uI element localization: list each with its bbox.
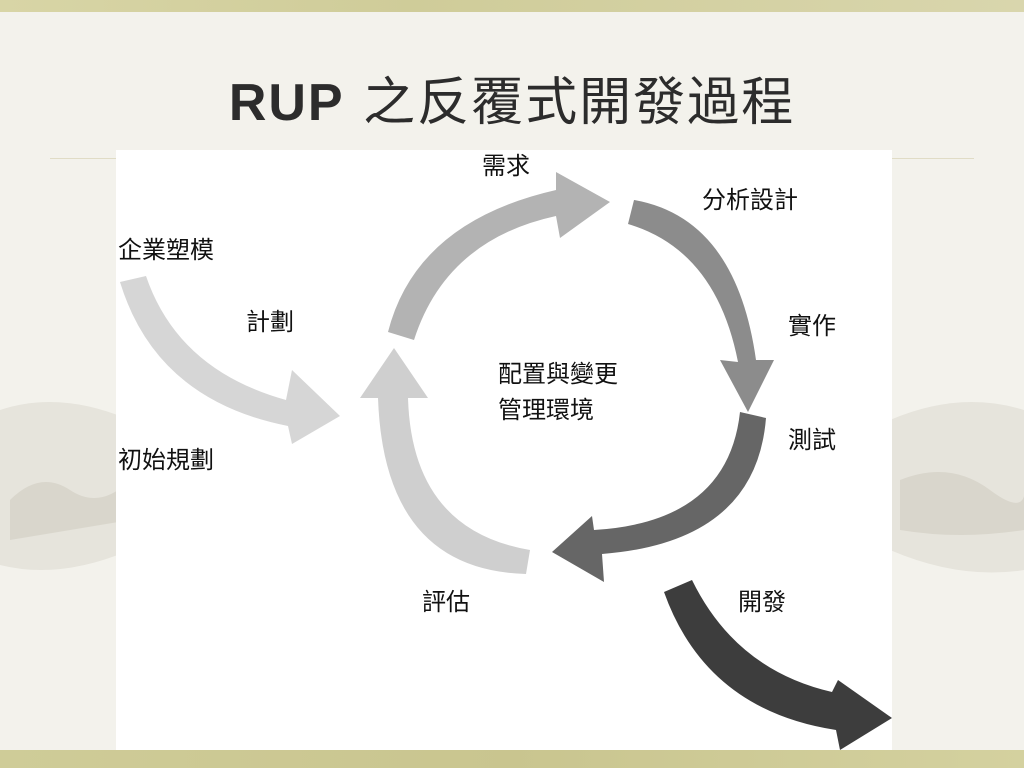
- label-business-modeling: 企業塑模: [118, 236, 214, 264]
- top-decorative-band: [0, 0, 1024, 12]
- bottom-decorative-band: [0, 750, 1024, 768]
- requirements-arrow: [388, 172, 610, 340]
- label-requirements: 需求: [482, 152, 530, 180]
- title-latin: RUP: [228, 74, 345, 132]
- label-evaluation: 評估: [422, 588, 470, 616]
- iteration-cycle-diagram: [120, 172, 892, 750]
- label-analysis-design: 分析設計: [702, 186, 798, 214]
- label-planning: 計劃: [246, 308, 294, 336]
- diagram-panel: 需求 分析設計 企業塑模 計劃 實作 配置與變更 管理環境 測試 初始規劃 評估…: [116, 150, 892, 750]
- evaluation-arrow: [360, 348, 530, 574]
- label-deployment: 開發: [738, 588, 786, 616]
- label-testing: 測試: [788, 426, 836, 454]
- center-label-line1: 配置與變更: [498, 360, 618, 388]
- testing-arrow: [552, 412, 766, 582]
- deployment-arrow: [664, 580, 892, 750]
- label-initial-planning: 初始規劃: [118, 446, 214, 474]
- analysis-arrow: [628, 200, 774, 412]
- center-label-line2: 管理環境: [498, 396, 594, 424]
- left-fan-painting: [0, 402, 130, 570]
- slide-title: RUP 之反覆式開發過程: [0, 60, 1024, 135]
- title-cjk: 之反覆式開發過程: [363, 73, 796, 133]
- right-fan-painting: [890, 402, 1024, 573]
- entry-arrow: [120, 276, 340, 444]
- label-implementation: 實作: [788, 312, 836, 340]
